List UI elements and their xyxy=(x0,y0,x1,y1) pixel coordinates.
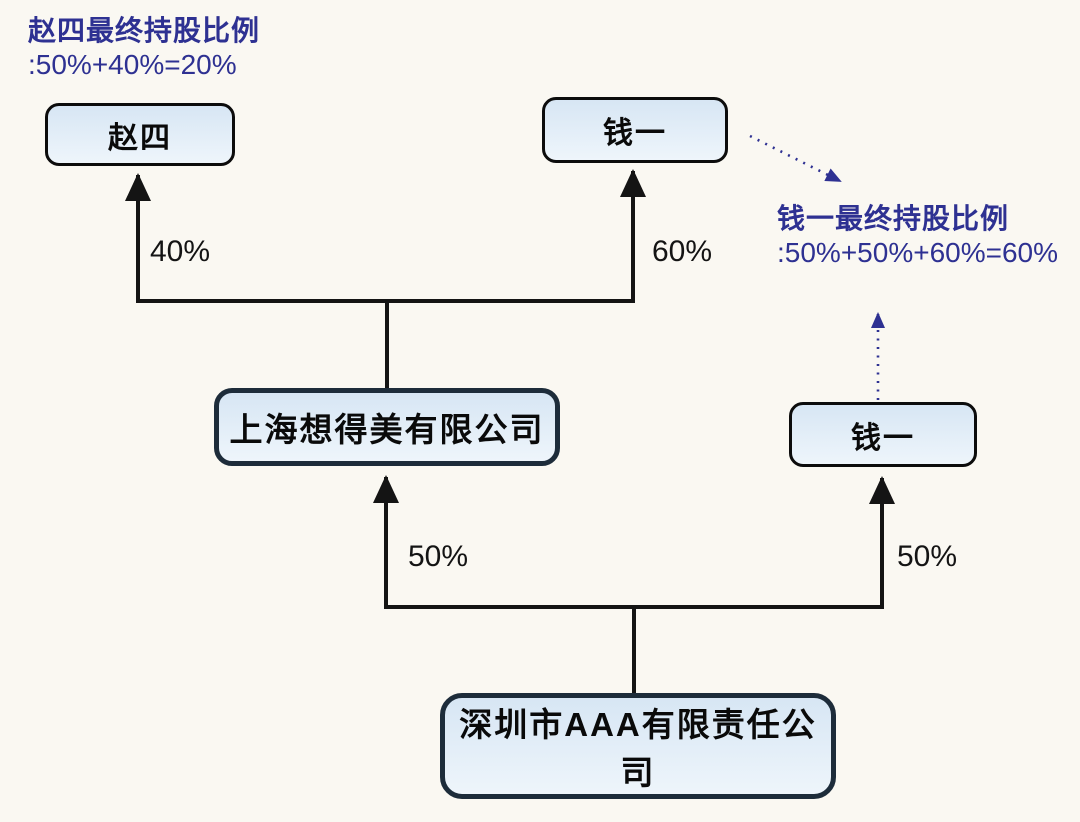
annotation-zhaosi-formula: :50%+40%=20% xyxy=(28,49,237,81)
annotation-qianyi-formula: :50%+50%+60%=60% xyxy=(777,237,1058,269)
node-shenzhen-company-label: 深圳市AAA有限责任公司 xyxy=(459,706,817,791)
node-shanghai-company-label: 上海想得美有限公司 xyxy=(229,411,545,448)
node-shenzhen-company: 深圳市AAA有限责任公司 xyxy=(440,693,836,799)
annotation-qianyi-title: 钱一最终持股比例 xyxy=(777,203,1010,234)
node-qianyi-top-label: 钱一 xyxy=(603,117,667,150)
node-qianyi-top: 钱一 xyxy=(542,97,728,163)
node-zhaosi-label: 赵四 xyxy=(108,121,172,155)
node-shanghai-company: 上海想得美有限公司 xyxy=(214,388,560,466)
annotation-zhaosi-title: 赵四最终持股比例 xyxy=(28,15,261,46)
connector-shanghai-owners xyxy=(125,169,646,389)
annotation-zhaosi-holding: 赵四最终持股比例 :50%+40%=20% xyxy=(28,14,260,82)
node-zhaosi: 赵四 xyxy=(45,103,235,166)
edge-label-shenzhen-to-qianyi: 50% xyxy=(897,540,958,573)
node-qianyi-right: 钱一 xyxy=(789,402,977,467)
edge-label-shanghai-to-qianyi: 60% xyxy=(652,235,713,268)
node-qianyi-right-label: 钱一 xyxy=(851,421,915,455)
edge-label-shenzhen-to-shanghai: 50% xyxy=(408,540,469,573)
annotation-qianyi-holding: 钱一最终持股比例 :50%+50%+60%=60% xyxy=(777,202,1058,270)
connector-shenzhen-owners xyxy=(373,475,895,694)
dotted-arrow-qianyi-top-to-note xyxy=(749,134,842,183)
edge-label-shanghai-to-zhaosi: 40% xyxy=(150,235,211,268)
